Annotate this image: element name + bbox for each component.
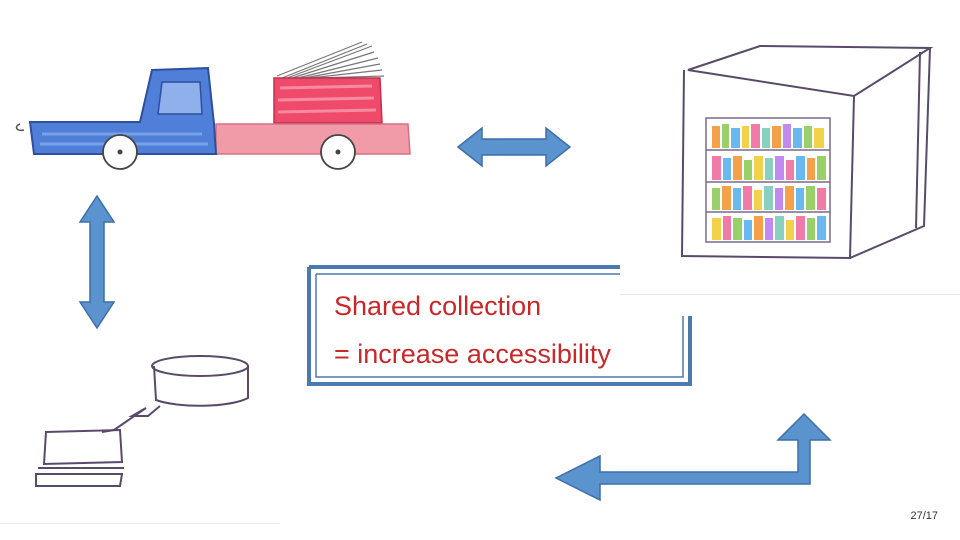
page-number: 27/17 [910, 510, 938, 522]
caption-line-1: Shared collection [334, 291, 542, 321]
caption-text: Shared collection = increase accessibili… [334, 282, 611, 378]
divider-line [620, 294, 960, 295]
double-arrow-vertical-icon [78, 194, 116, 330]
caption-box-border [307, 265, 692, 386]
caption-line-2: = increase accessibility [334, 339, 611, 369]
truck-icon [15, 41, 411, 170]
bookshelf-cabinet-icon [680, 44, 934, 260]
elbow-arrow-icon [554, 412, 832, 502]
bottom-divider [0, 523, 280, 524]
double-arrow-horizontal-icon [456, 126, 572, 168]
computer-terminal-icon [35, 355, 249, 487]
caption-box [306, 264, 692, 388]
